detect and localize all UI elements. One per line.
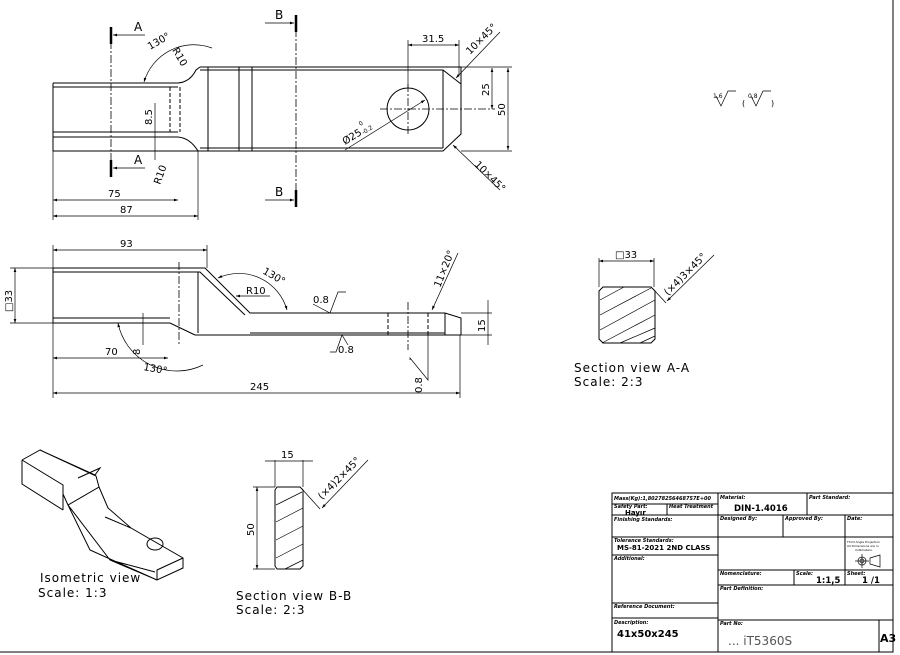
front-view: A A B B 130° R10 R10 8.5 75 87 31.5 10×4… [52,8,512,220]
dim-75: 75 [108,189,121,200]
projection-note-2: All Dimensions are in [847,544,879,548]
dim-angle-top: 130° [261,266,287,288]
heat-treatment-label: Heat Treatment [669,504,714,510]
section-a-label-top: A [134,20,143,34]
dim-angle: 130° [146,31,172,53]
additional-label: Additional: [613,556,645,562]
tolerance-value: MS-81-2021 2ND CLASS [617,544,710,552]
description-label: Description: [614,620,648,626]
dim-245: 245 [250,382,269,393]
part-no-value: ... iT5360S [728,634,792,648]
svg-text:): ) [771,99,774,108]
section-bb-dim-15: 15 [281,450,294,461]
section-bb-chamfer: (×4)2×45° [316,455,363,502]
part-standard-label: Part Standard: [809,495,850,501]
title-block: Mass(Kg):1,80278256468757E+00 Material: … [611,492,896,653]
finishing-standards-label: Finishing Standards: [614,517,672,523]
roughness-top: 0.8 [313,295,329,306]
isometric-title: Isometric view [40,571,141,585]
dim-93: 93 [120,239,133,250]
section-b-label-top: B [275,8,284,22]
dim-radius-top: R10 [169,46,188,69]
sheet-value: 1 /1 [862,576,880,586]
mass-value: Mass(Kg):1,80278256468757E+00 [614,496,711,502]
scale-value: 1:1,5 [816,576,840,586]
surface-finish-symbol: 1,6 ( 0,8 ) [713,90,774,108]
reference-document-label: Reference Document: [614,604,675,610]
dim-8-5: 8.5 [144,109,155,125]
surface-finish-other: 0,8 [748,93,758,100]
nomenclature-label: Nomenclature: [720,571,762,577]
dim-chamfer: 11×20° [433,249,458,289]
section-aa-title: Section view A-A [574,361,690,375]
roughness-end: 0.8 [414,377,425,393]
dim-radius: R10 [246,286,266,297]
material-value: DIN-1.4016 [734,504,788,514]
section-bb-title: Section view B-B [236,589,352,603]
part-definition-label: Part Definition: [720,586,763,592]
dim-50: 50 [497,103,508,116]
section-view-a-a: □33 (×4)3×45° Section view A-A Scale: 2:… [574,250,715,389]
section-aa-chamfer: (×4)3×45° [662,251,709,298]
side-view: 93 □33 130° R10 0.8 11×20° 15 0.8 70 8 1… [4,239,492,398]
svg-text:(: ( [742,99,745,108]
dim-radius-bottom: R10 [152,164,169,186]
dim-25: 25 [481,83,492,96]
roughness-bottom: 0.8 [338,345,354,356]
section-aa-dim: □33 [615,250,637,261]
dim-70: 70 [105,347,118,358]
section-view-b-b: 15 50 (×4)2×45° Section view B-B Scale: … [236,450,369,617]
section-aa-scale: Scale: 2:3 [574,375,643,389]
surface-finish-general: 1,6 [713,93,723,100]
dim-chamfer-bottom: 10×45° [472,159,507,194]
dim-33: □33 [4,290,15,312]
approved-by-label: Approved By: [784,516,823,522]
designed-by-label: Designed By: [720,516,757,522]
date-label: Date: [847,516,862,522]
isometric-scale: Scale: 1:3 [38,586,107,600]
paper-size: A3 [880,632,896,645]
description-value: 41x50x245 [617,629,679,640]
sheet-label: Sheet: [847,571,865,577]
section-b-label-bottom: B [275,185,284,199]
dim-8: 8 [132,349,143,355]
dim-chamfer-top: 10×45° [464,22,499,57]
safety-part-label: Safety Part: [614,504,648,510]
dim-31-5: 31.5 [422,34,444,45]
third-angle-projection-icon [855,554,881,568]
projection-note-3: millimeters. [855,548,873,552]
section-a-label-bottom: A [134,153,143,167]
dim-angle-bottom: 130° [142,362,168,377]
dim-87: 87 [120,205,133,216]
dim-15: 15 [477,319,488,332]
isometric-view: Isometric view Scale: 1:3 [21,449,184,600]
part-no-label: Part No: [720,621,743,627]
section-bb-scale: Scale: 2:3 [236,603,305,617]
safety-part-value: Hayır [625,509,646,517]
projection-note-1: Third Angle Projection [846,540,880,544]
hole-tolerance-upper: 0 [358,120,365,128]
material-label: Material: [720,495,745,501]
scale-label: Scale: [796,571,813,577]
tolerance-label: Tolerance Standards: [614,538,674,544]
section-bb-dim-50: 50 [246,523,257,536]
